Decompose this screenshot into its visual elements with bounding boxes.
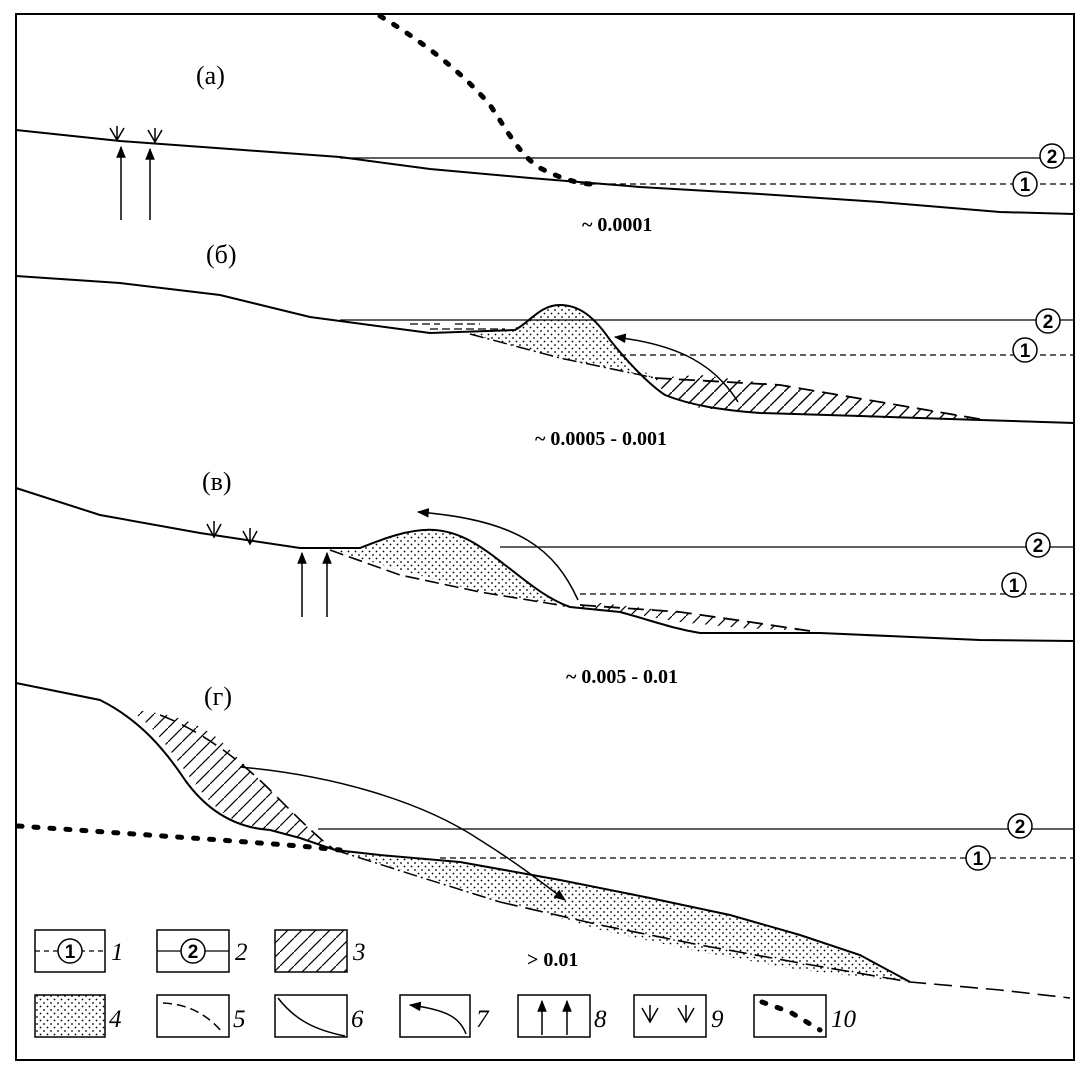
legend-number-3: 3 [352,939,366,966]
panel-c-sand-body [330,529,565,606]
legend-item-1: 1 1 [34,929,124,973]
panel-c-surface [15,487,1075,642]
panel-c-marker-1: 1 [1009,576,1020,597]
panel-d-flow-arrow [239,766,566,901]
legend-number-6: 6 [351,1006,364,1033]
legend: 1 1 2 2 3 4 5 6 [34,929,857,1038]
panel-d-marker-1: 1 [973,849,984,870]
panel-d-dashed-line [159,714,336,851]
panel-c-vegetation-icon [242,528,258,546]
legend-item-5: 5 [156,994,246,1038]
panel-b-slope: ~ 0.0005 - 0.001 [535,428,667,450]
panel-c-vegetation-icon [206,521,222,539]
legend-number-10: 10 [831,1006,857,1033]
panel-c: (в) ~ 0.005 - 0.01 2 1 [15,467,1075,688]
panel-a-slope: ~ 0.0001 [582,214,652,236]
panel-c-slope: ~ 0.005 - 0.01 [566,666,678,688]
panel-a-dotted-boundary [377,13,593,187]
panel-b: (б) ~ 0.0005 - 0.001 2 1 [15,240,1075,450]
legend-item-2: 2 2 [156,929,248,973]
legend-item-8: 8 [517,994,607,1038]
panel-d-label: (г) [204,682,232,711]
panel-d-sand-body [335,850,910,982]
legend-number-2: 2 [235,939,248,966]
panel-a-vegetation-icon [109,126,125,142]
svg-text:1: 1 [65,942,76,963]
legend-number-7: 7 [476,1006,490,1033]
legend-number-4: 4 [109,1006,122,1033]
panel-b-dashed-line [654,377,986,421]
panel-a-marker-2: 2 [1047,147,1058,168]
panel-b-sand-body [470,305,655,378]
panel-a-marker-1: 1 [1020,175,1031,196]
panel-a: (а) ~ 0.0001 2 1 [15,13,1075,236]
panel-a-surface [15,129,1075,215]
panel-c-marker-2: 2 [1033,536,1044,557]
legend-number-1: 1 [111,939,124,966]
svg-text:2: 2 [188,942,199,963]
panel-c-label: (в) [202,467,232,496]
panel-b-label: (б) [206,240,237,269]
legend-number-9: 9 [711,1006,724,1033]
frame [15,13,1075,1061]
panel-b-marker-2: 2 [1043,312,1054,333]
panel-d-surface [15,682,911,983]
legend-item-4: 4 [34,994,122,1038]
legend-item-6: 6 [274,994,364,1038]
panel-d: (г) > 0.01 2 1 [15,682,1074,999]
panel-c-hatched-body [570,603,810,631]
panel-a-label: (а) [196,61,225,90]
panel-b-dash-dot-line [469,333,656,379]
panel-d-dashed-line [499,901,1071,999]
panel-b-water-dashes [410,323,505,330]
legend-item-10: 10 [753,994,857,1038]
panel-a-vegetation-icon [147,128,163,144]
panel-d-dash-dot-line [334,849,501,903]
panel-b-hatched-fill [655,375,985,420]
panel-d-marker-2: 2 [1015,817,1026,838]
panel-b-marker-1: 1 [1020,341,1031,362]
legend-item-7: 7 [399,994,490,1038]
legend-item-9: 9 [633,994,724,1038]
panel-d-dotted-boundary [15,823,343,853]
legend-number-5: 5 [233,1006,246,1033]
panel-c-dashed-line [579,604,811,632]
panel-b-flow-arrow [613,333,739,403]
panel-d-slope: > 0.01 [527,949,578,971]
panel-c-flow-arrow [416,508,579,601]
legend-item-3: 3 [274,929,366,973]
legend-number-8: 8 [594,1006,607,1033]
panel-d-hatched-body [130,710,335,850]
